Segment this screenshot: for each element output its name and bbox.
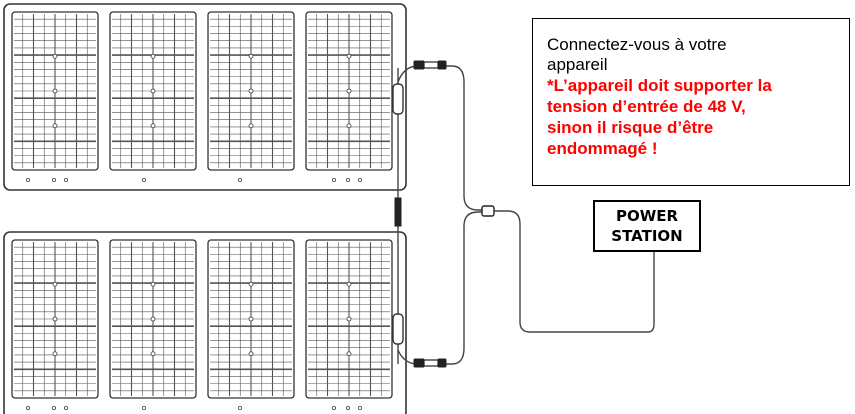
solar-panel-icon	[305, 11, 393, 171]
warning-line-4: endommagé !	[547, 139, 658, 158]
connector-icon	[413, 60, 447, 368]
solar-panel-icon	[207, 239, 295, 399]
warning-line-3: sinon il risque d’être	[547, 118, 714, 137]
solar-panel-icon	[11, 239, 99, 399]
solar-array-top	[3, 3, 407, 191]
solar-panel-icon	[109, 11, 197, 171]
solar-panel-icon	[109, 239, 197, 399]
warning-line-1: *L’appareil doit supporter la	[547, 76, 772, 95]
connection-callout: Connectez-vous à votre appareil *L’appar…	[532, 18, 850, 186]
solar-array-bottom	[3, 231, 407, 414]
power-station-box: POWER STATION	[593, 200, 701, 252]
junction-icon	[481, 205, 495, 217]
power-station-line-1: POWER	[615, 207, 679, 225]
warning-line-2: tension d’entrée de 48 V,	[547, 97, 746, 116]
bus-connector	[394, 197, 402, 227]
solar-panel-icon	[305, 239, 393, 399]
solar-panel-icon	[11, 11, 99, 171]
solar-panel-icon	[207, 11, 295, 171]
callout-line-2: appareil	[547, 55, 608, 74]
fuse-top	[392, 83, 404, 345]
power-station-line-2: STATION	[611, 227, 683, 245]
callout-line-1: Connectez-vous à votre	[547, 35, 727, 54]
